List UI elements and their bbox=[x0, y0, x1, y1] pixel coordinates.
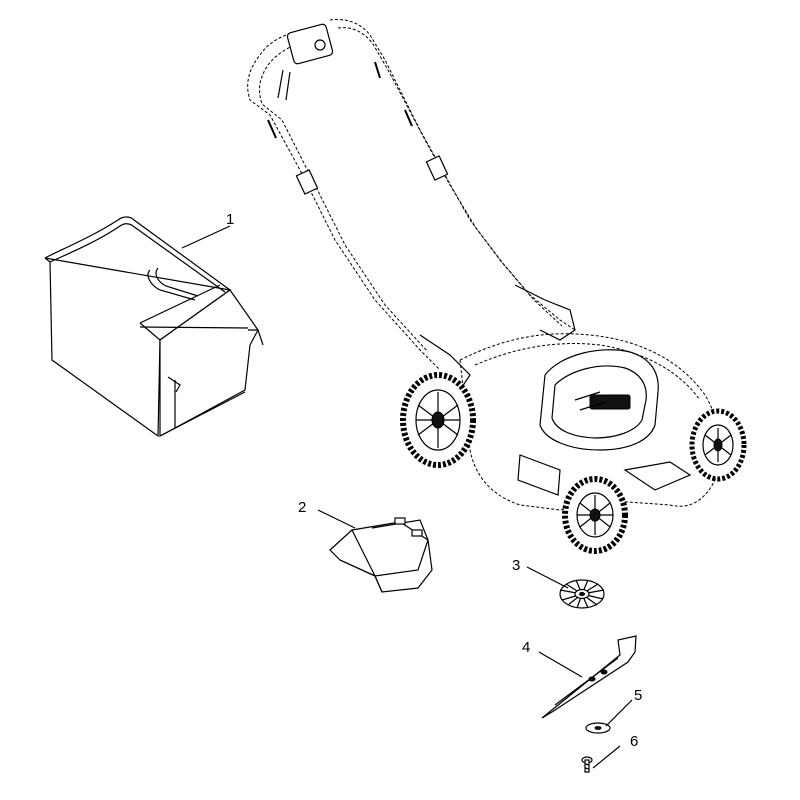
lawn-mower-outline bbox=[247, 19, 747, 554]
callout-leaders bbox=[181, 225, 633, 769]
callout-3: 3 bbox=[512, 557, 520, 574]
callout-4: 4 bbox=[522, 639, 530, 656]
right-rear-wheel bbox=[689, 408, 747, 482]
washer bbox=[585, 722, 611, 734]
mulch-deflector bbox=[329, 517, 433, 593]
callout-1: 1 bbox=[226, 211, 234, 228]
front-wheel bbox=[562, 476, 628, 554]
callout-2: 2 bbox=[298, 499, 306, 516]
blade bbox=[541, 635, 637, 719]
fan bbox=[559, 579, 605, 609]
grass-bag bbox=[44, 216, 264, 438]
callout-5: 5 bbox=[634, 687, 642, 704]
callout-6: 6 bbox=[630, 733, 638, 750]
bolt bbox=[581, 756, 593, 773]
left-rear-wheel bbox=[400, 372, 476, 468]
